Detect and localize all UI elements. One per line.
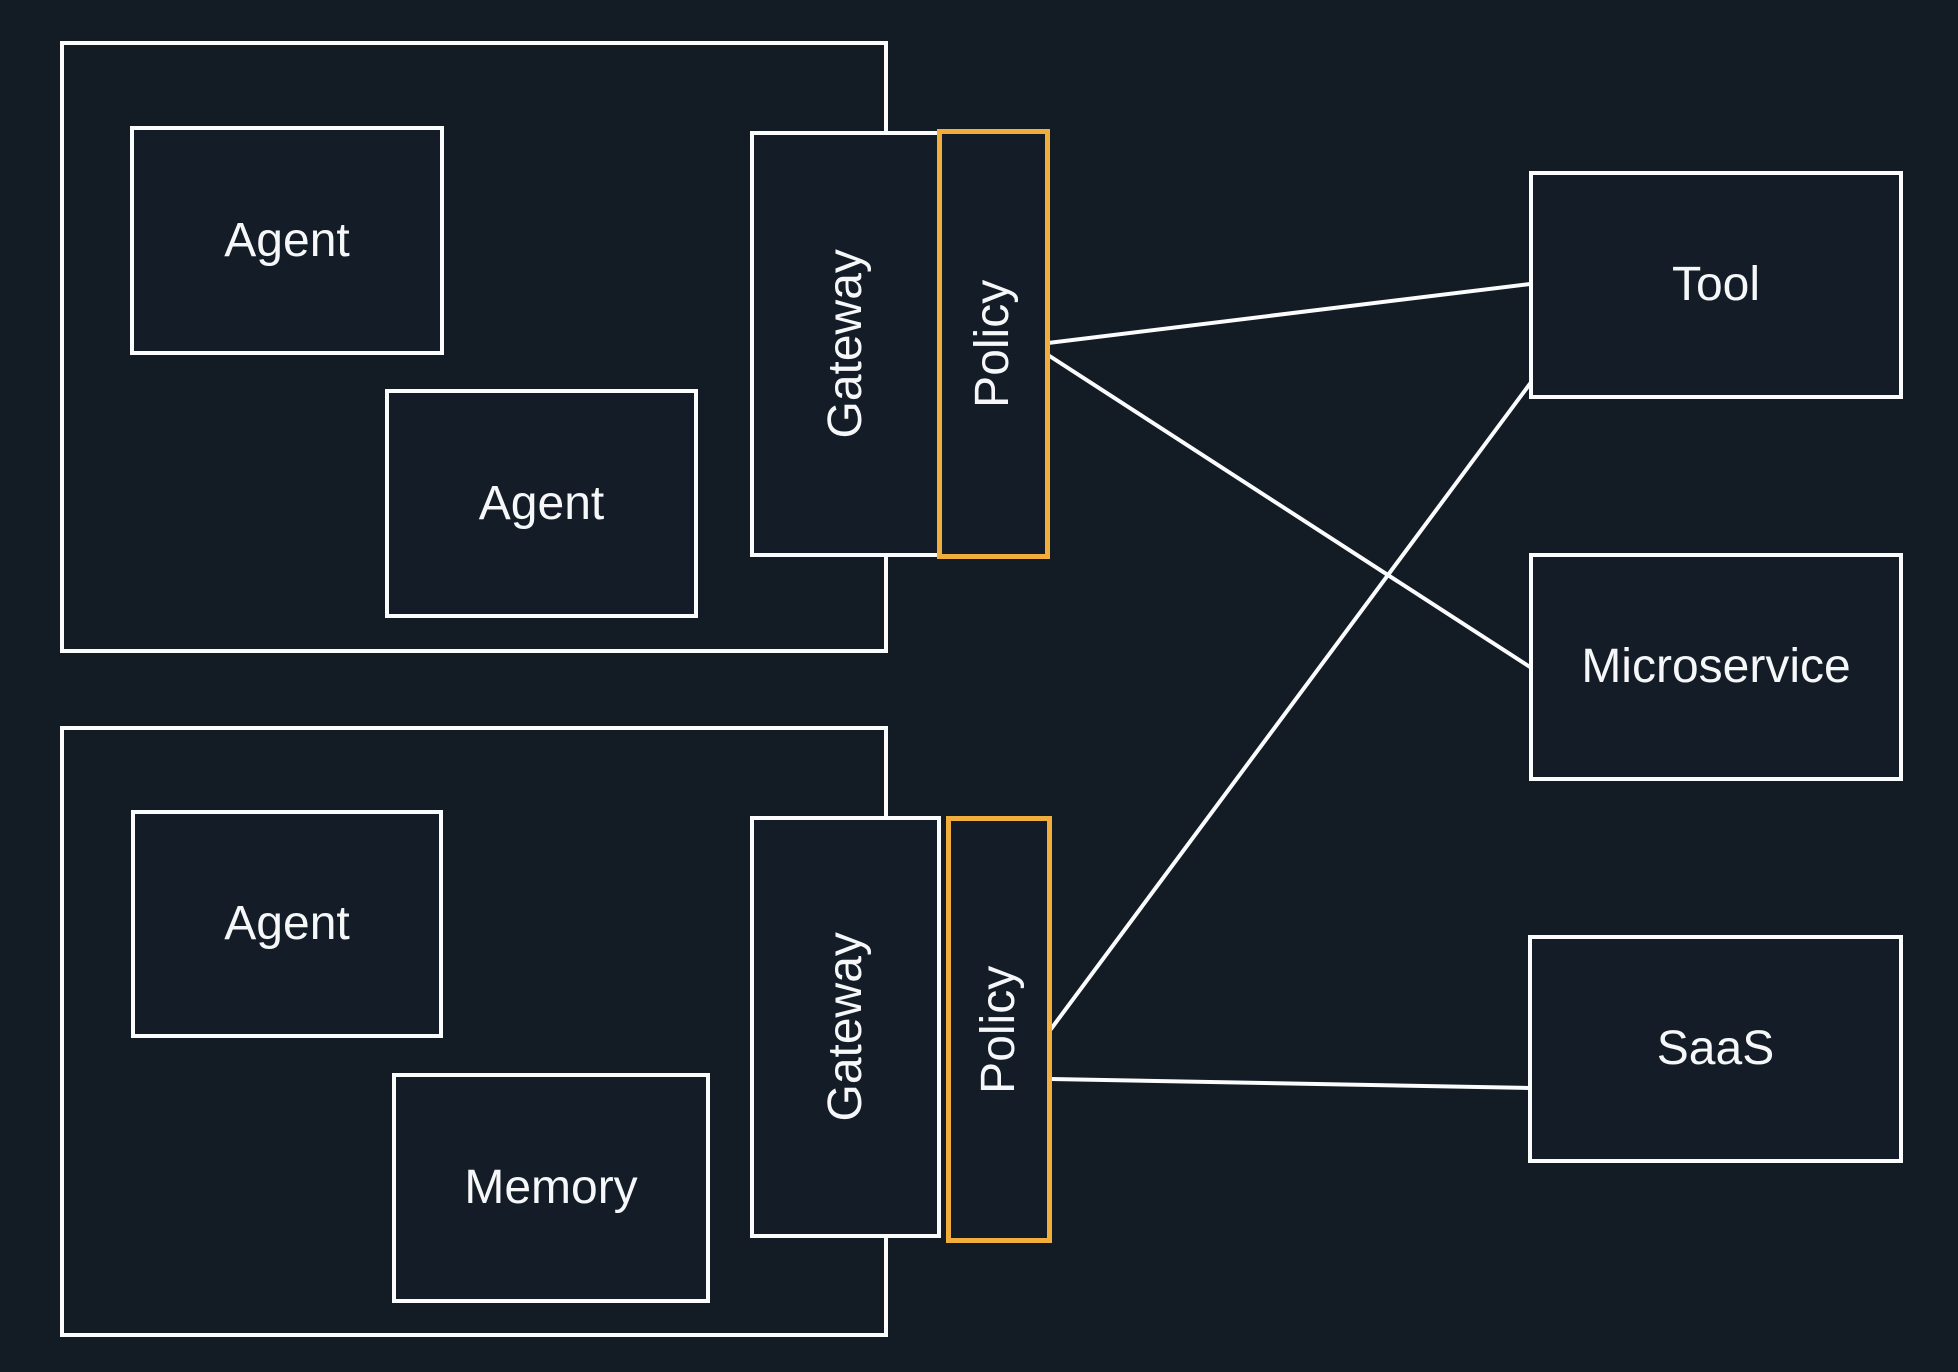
node-label: SaaS [1656, 1022, 1775, 1076]
node-microservice: Microservice [1529, 553, 1903, 781]
node-label: Memory [464, 1161, 638, 1215]
node-label: Tool [1671, 258, 1761, 312]
node-label: Gateway [818, 249, 872, 439]
node-label: Agent [478, 476, 605, 530]
node-label: Policy [972, 965, 1026, 1094]
node-label: Policy [966, 279, 1020, 409]
node-agent-top-2: Agent [385, 389, 698, 618]
node-label: Gateway [818, 932, 872, 1122]
node-label: Agent [224, 897, 350, 951]
node-tool: Tool [1529, 171, 1903, 399]
node-label: Agent [224, 213, 350, 267]
node-policy-top: Policy [937, 129, 1050, 559]
node-saas: SaaS [1528, 935, 1903, 1163]
node-policy-bottom: Policy [946, 816, 1052, 1243]
edge-top-policy-to-microservice [1046, 353, 1532, 669]
node-agent-top-1: Agent [130, 126, 444, 355]
node-gateway-top: Gateway [750, 131, 941, 557]
edge-bottom-policy-to-tool [1049, 379, 1534, 1031]
node-agent-bottom: Agent [131, 810, 443, 1038]
edge-top-policy-to-tool [1046, 282, 1532, 345]
node-gateway-bottom: Gateway [750, 816, 941, 1238]
node-memory: Memory [392, 1073, 710, 1303]
edge-bottom-policy-to-saas [1049, 1077, 1531, 1090]
node-label: Microservice [1581, 640, 1851, 694]
